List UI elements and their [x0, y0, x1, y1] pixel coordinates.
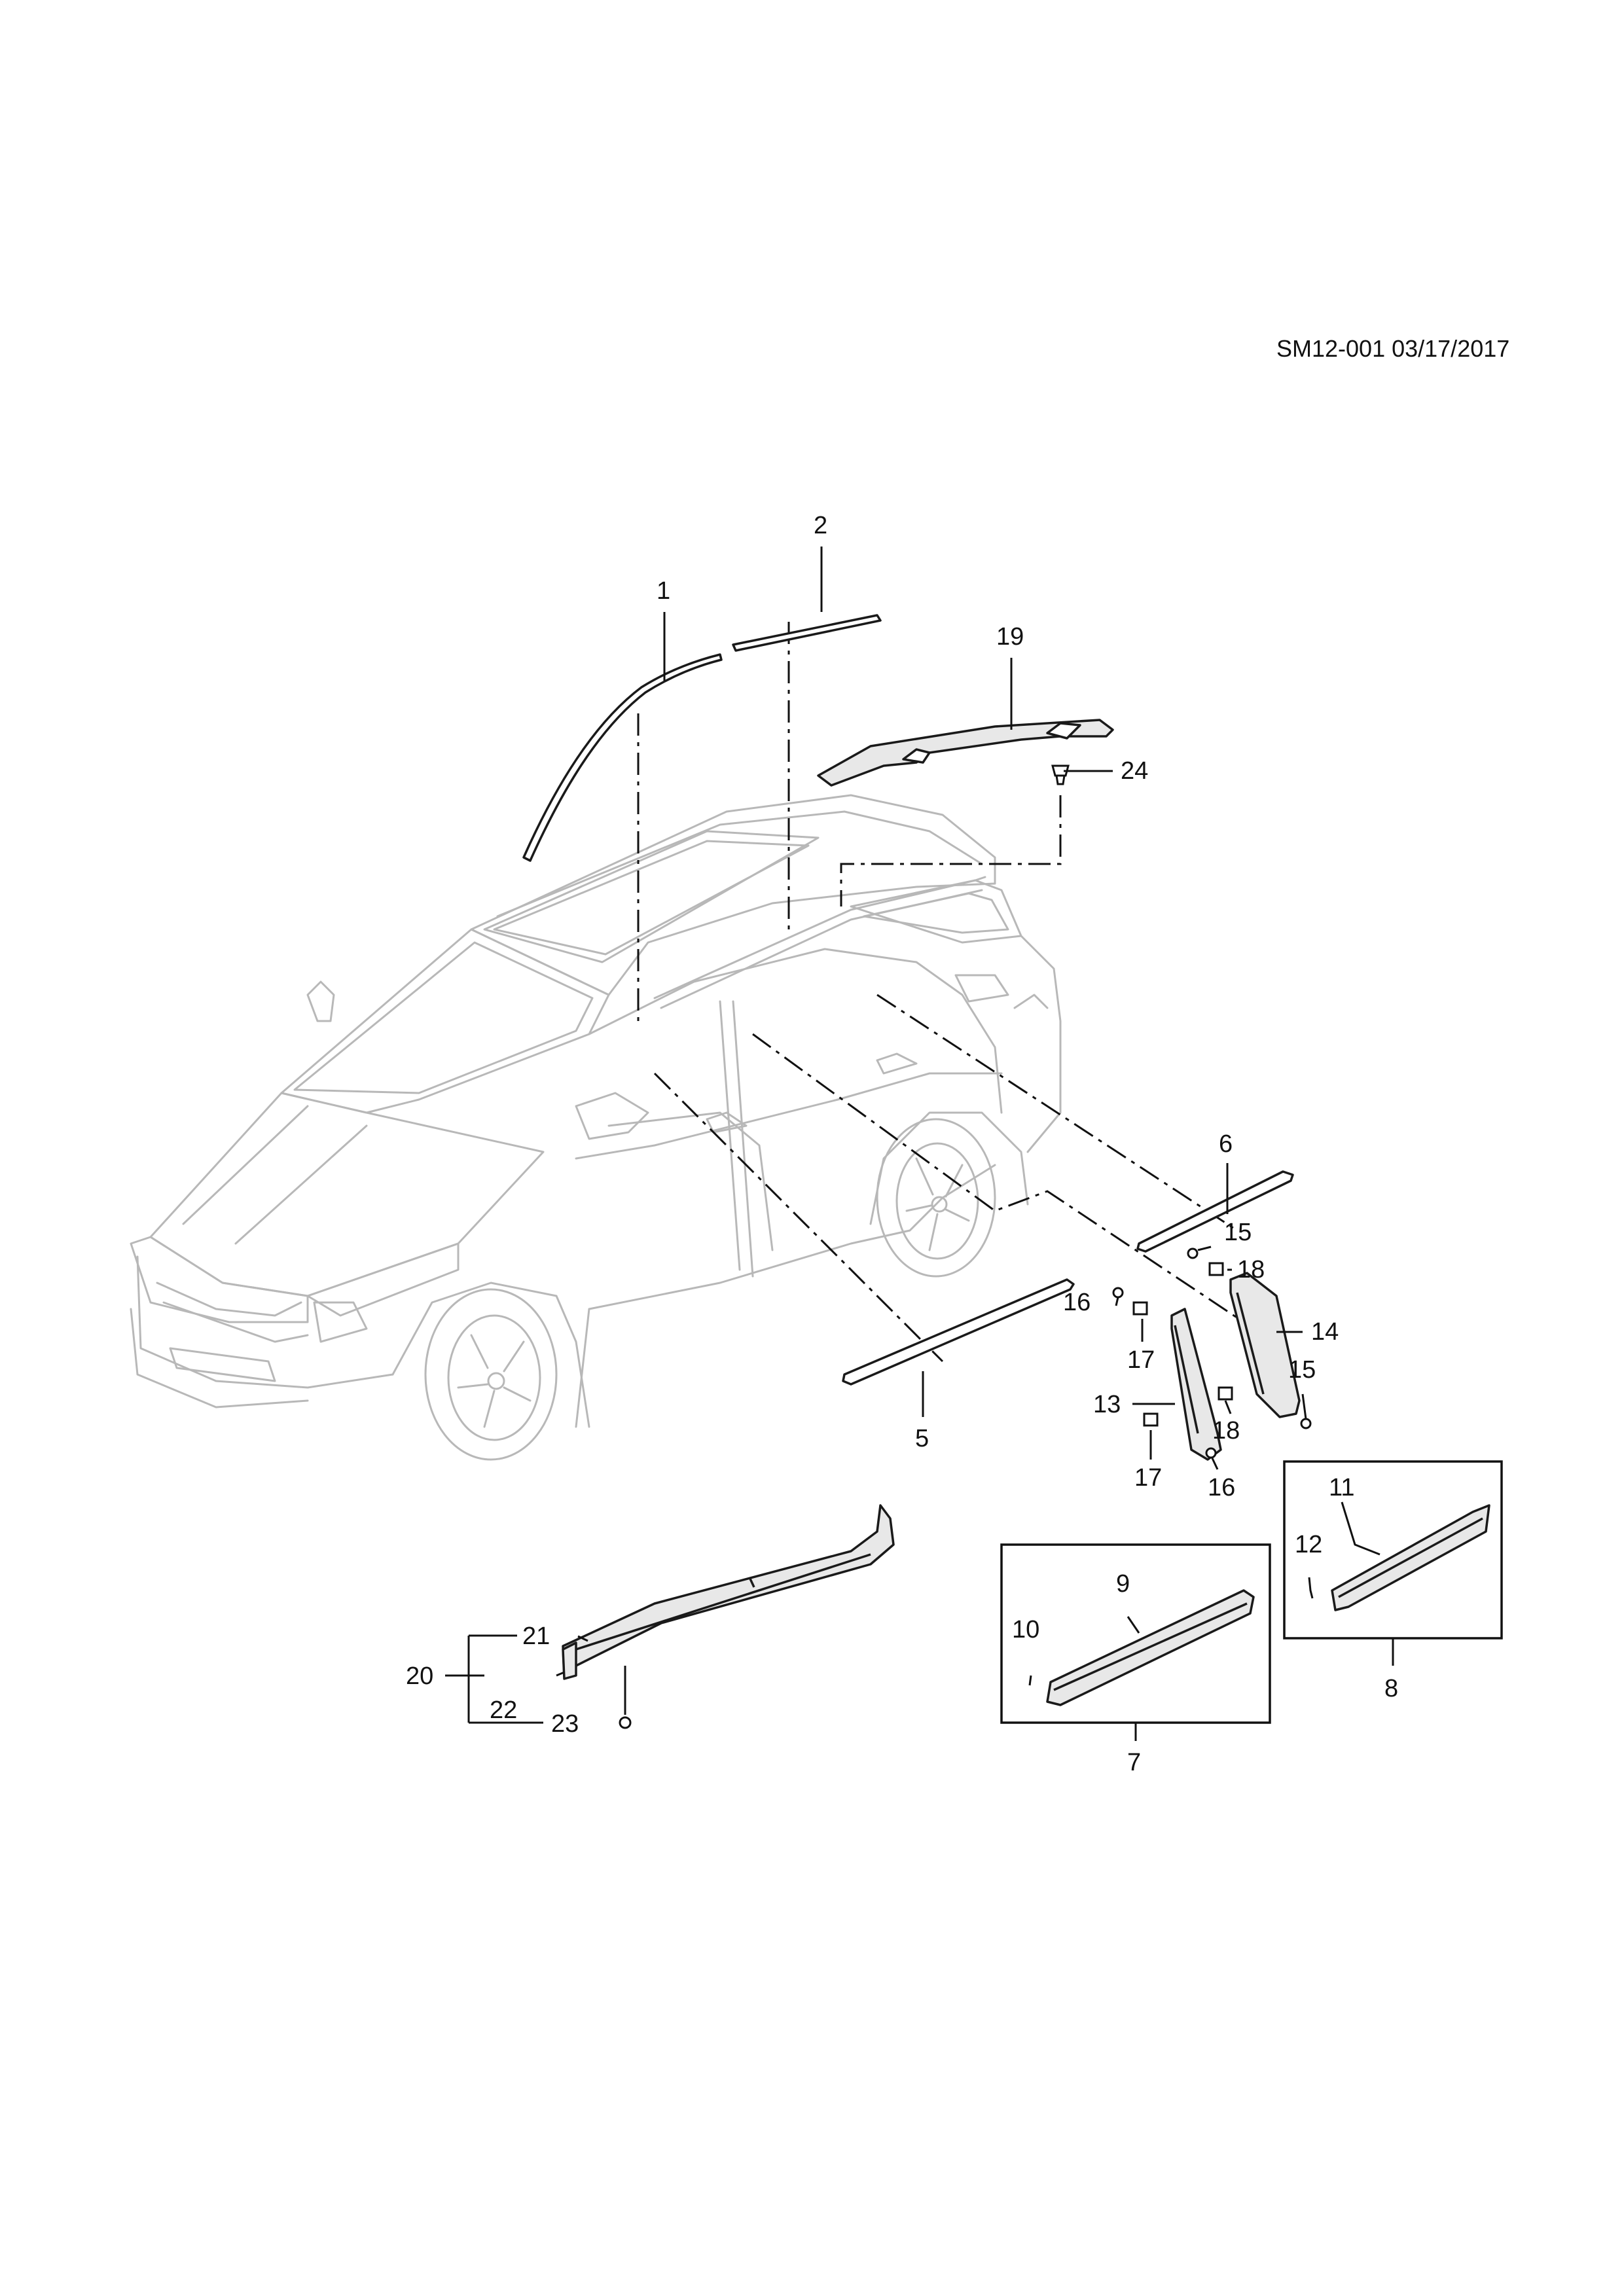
callout-20: 20 [406, 1662, 433, 1690]
callout-16b: 16 [1208, 1474, 1235, 1501]
callouts: 1 2 19 24 6 15 18 16 14 17 15 13 18 5 17… [406, 512, 1398, 1776]
callout-21: 21 [522, 1623, 550, 1650]
callout-14: 14 [1311, 1318, 1339, 1346]
leader-lines [445, 547, 1394, 1741]
callout-13: 13 [1093, 1391, 1121, 1418]
part-5-window-molding [842, 1278, 1075, 1386]
part-24-clip [1051, 764, 1070, 785]
callout-17b: 17 [1134, 1464, 1162, 1492]
callout-12: 12 [1295, 1531, 1322, 1558]
callout-10: 10 [1012, 1616, 1039, 1643]
callout-8: 8 [1384, 1675, 1398, 1702]
part-7-box [1000, 1543, 1271, 1724]
part-8-door-molding [1331, 1504, 1490, 1611]
part-19-roof-rail [817, 719, 1114, 787]
part-20-rocker-molding [562, 1504, 895, 1680]
callout-18a: 18 [1237, 1256, 1265, 1283]
part-7-door-molding [1046, 1589, 1255, 1706]
callout-19: 19 [996, 623, 1024, 651]
callout-7: 7 [1127, 1749, 1141, 1776]
callout-2: 2 [814, 512, 827, 539]
document-code: SM12-001 03/17/2017 [1276, 335, 1510, 362]
callout-6: 6 [1219, 1130, 1233, 1158]
part-1-windshield-molding [522, 653, 723, 862]
callout-11: 11 [1329, 1474, 1354, 1501]
vehicle-outline [130, 794, 1062, 1461]
assembly-lines [637, 622, 1284, 1363]
callout-1: 1 [657, 577, 670, 605]
part-2-roof-molding [732, 614, 882, 652]
callout-9: 9 [1116, 1570, 1130, 1598]
callout-18b: 18 [1212, 1417, 1240, 1444]
callout-17a: 17 [1127, 1346, 1155, 1374]
callout-24: 24 [1121, 757, 1148, 785]
callout-15a: 15 [1224, 1219, 1252, 1246]
part-14-pillar-applique [1229, 1272, 1301, 1418]
callout-23: 23 [551, 1710, 579, 1738]
part-6-window-molding [1136, 1170, 1294, 1253]
callout-5: 5 [915, 1425, 929, 1452]
callout-22: 22 [490, 1696, 517, 1724]
callout-16a: 16 [1063, 1289, 1091, 1316]
callout-15b: 15 [1288, 1356, 1316, 1384]
